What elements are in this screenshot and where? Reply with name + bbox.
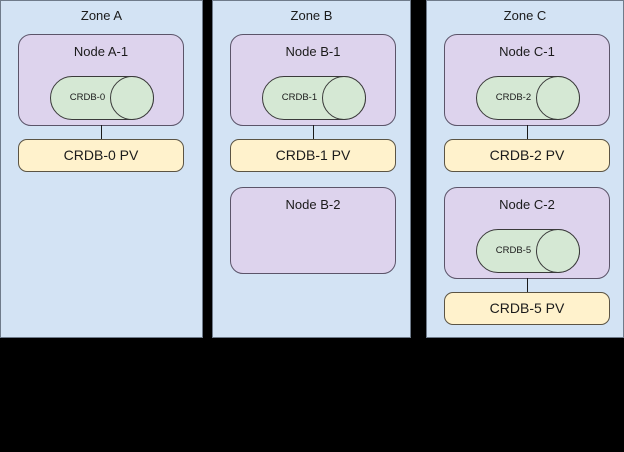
cylinder-shape <box>476 76 580 120</box>
node-a-1: Node A-1 CRDB-0 <box>18 34 184 126</box>
crdb-0-cylinder: CRDB-0 <box>50 76 154 120</box>
zone-c-label: Zone C <box>503 8 547 23</box>
node-c-1-label: Node C-1 <box>499 44 555 59</box>
crdb-5-pv: CRDB-5 PV <box>444 292 610 325</box>
node-b-1-label: Node B-1 <box>285 44 341 59</box>
crdb-1-cylinder: CRDB-1 <box>262 76 366 120</box>
zone-a: Zone A Node A-1 CRDB-0 CRDB-0 PV <box>0 0 203 338</box>
connector-node-a-1-to-crdb-0-pv <box>101 125 102 140</box>
crdb-1-pv: CRDB-1 PV <box>230 139 396 172</box>
cylinder-shape <box>262 76 366 120</box>
zone-a-label: Zone A <box>80 8 123 23</box>
node-b-1: Node B-1 CRDB-1 <box>230 34 396 126</box>
zone-b-label: Zone B <box>290 8 333 23</box>
connector-node-b-1-to-crdb-1-pv <box>313 125 314 140</box>
crdb-0-pv-label: CRDB-0 PV <box>63 147 139 163</box>
node-b-2-label: Node B-2 <box>285 197 341 212</box>
crdb-2-pv: CRDB-2 PV <box>444 139 610 172</box>
cylinder-shape <box>50 76 154 120</box>
crdb-2-pv-label: CRDB-2 PV <box>489 147 565 163</box>
zone-b: Zone B Node B-1 CRDB-1 CRDB-1 PV Node B-… <box>212 0 411 338</box>
node-b-2: Node B-2 <box>230 187 396 274</box>
crdb-1-pv-label: CRDB-1 PV <box>275 147 351 163</box>
cylinder-shape <box>476 229 580 273</box>
node-c-2: Node C-2 CRDB-5 <box>444 187 610 279</box>
crdb-0-pv: CRDB-0 PV <box>18 139 184 172</box>
node-c-2-label: Node C-2 <box>499 197 555 212</box>
crdb-5-pv-label: CRDB-5 PV <box>489 300 565 316</box>
connector-node-c-2-to-crdb-5-pv <box>527 278 528 293</box>
node-a-1-label: Node A-1 <box>73 44 129 59</box>
crdb-5-cylinder: CRDB-5 <box>476 229 580 273</box>
node-c-1: Node C-1 CRDB-2 <box>444 34 610 126</box>
connector-node-c-1-to-crdb-2-pv <box>527 125 528 140</box>
crdb-2-cylinder: CRDB-2 <box>476 76 580 120</box>
zone-c: Zone C Node C-1 CRDB-2 CRDB-2 PV Node C-… <box>426 0 624 338</box>
